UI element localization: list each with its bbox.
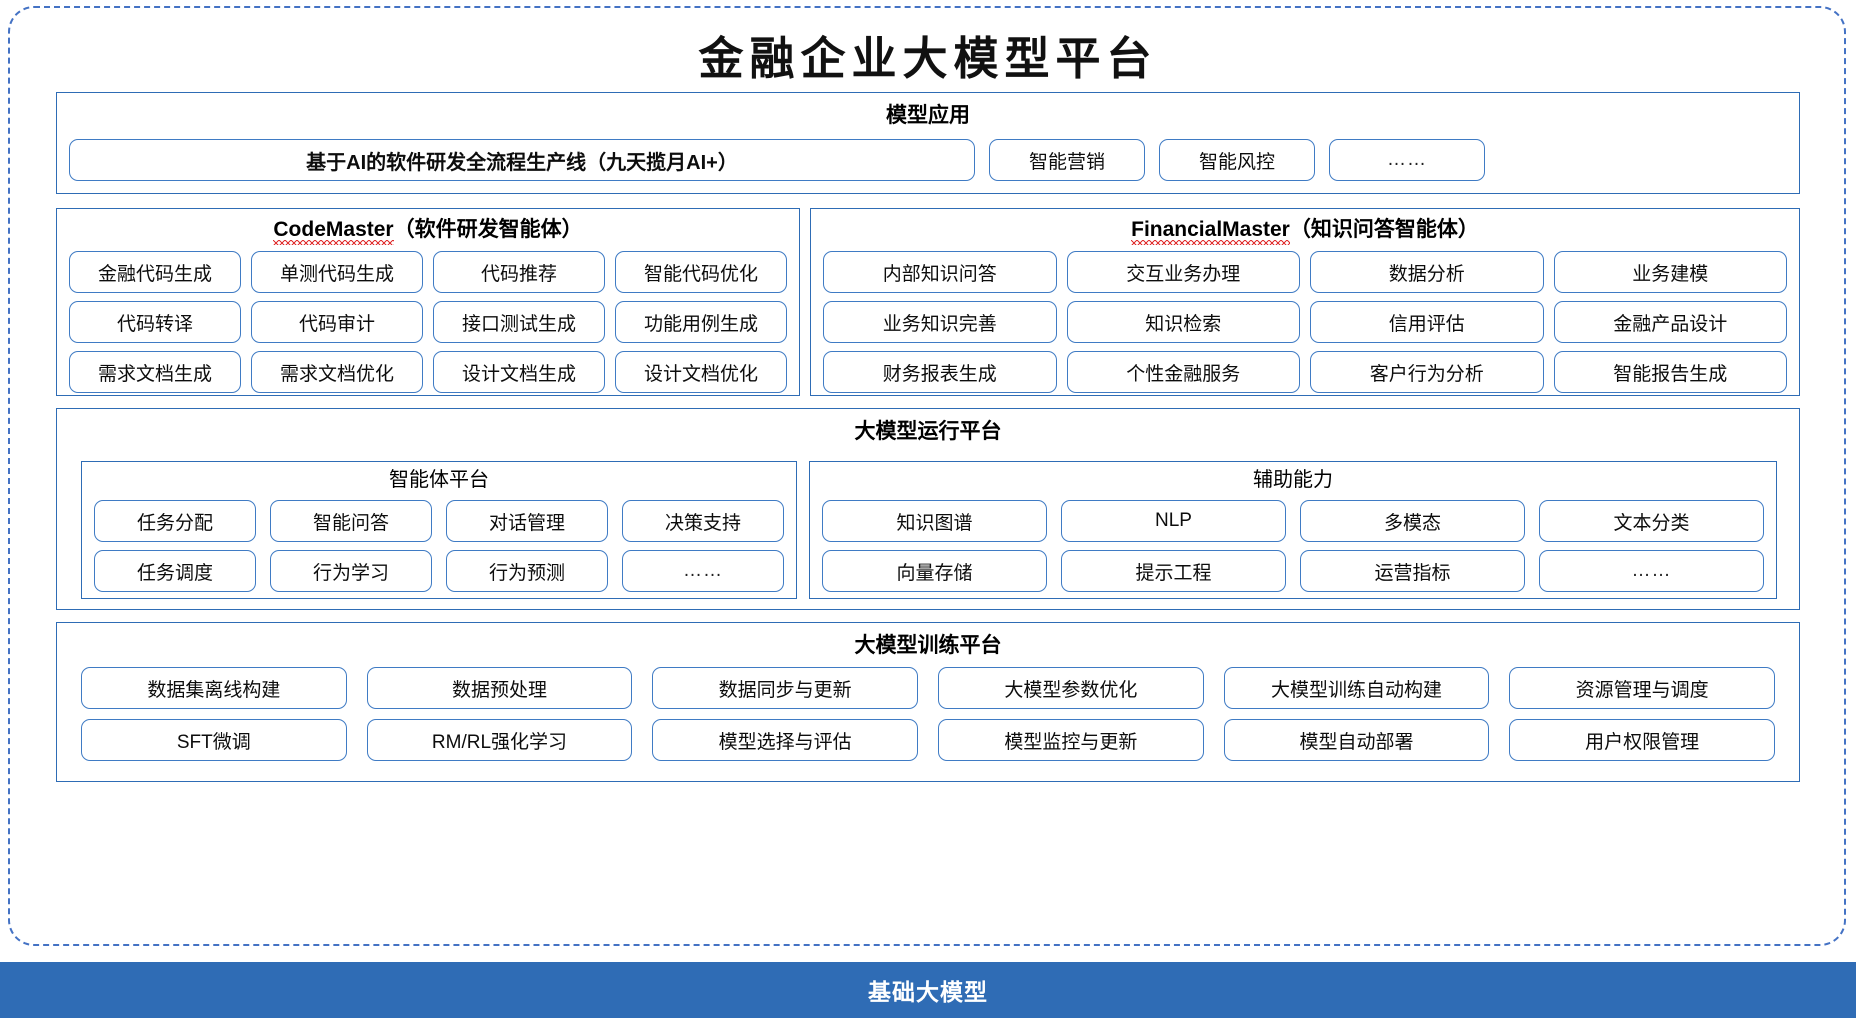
codemaster-item[interactable]: 设计文档生成 [433, 351, 605, 393]
agent-platform-item[interactable]: 决策支持 [622, 500, 784, 542]
auxiliary-capability-items: 知识图谱 NLP 多模态 文本分类 向量存储 提示工程 运营指标 …… [822, 500, 1764, 592]
codemaster-title: CodeMaster（软件研发智能体） [57, 218, 799, 245]
auxiliary-item[interactable]: 向量存储 [822, 550, 1047, 592]
app-pill-marketing[interactable]: 智能营销 [989, 139, 1145, 181]
training-item[interactable]: 模型选择与评估 [652, 719, 918, 761]
financialmaster-suffix: （知识问答智能体） [1289, 218, 1479, 241]
runtime-platform-title: 大模型运行平台 [854, 420, 1002, 443]
agent-platform-item[interactable]: 任务调度 [94, 550, 256, 592]
codemaster-item[interactable]: 接口测试生成 [433, 301, 605, 343]
agent-platform-title: 智能体平台 [389, 469, 489, 491]
codemaster-item[interactable]: 智能代码优化 [615, 251, 787, 293]
training-item[interactable]: 数据集离线构建 [81, 667, 347, 709]
financialmaster-item[interactable]: 业务知识完善 [823, 301, 1057, 343]
training-item[interactable]: 数据同步与更新 [652, 667, 918, 709]
diagram-outer-frame [8, 6, 1846, 946]
codemaster-item[interactable]: 代码推荐 [433, 251, 605, 293]
financialmaster-items: 内部知识问答 交互业务办理 数据分析 业务建模 业务知识完善 知识检索 信用评估… [823, 251, 1787, 393]
auxiliary-item[interactable]: 文本分类 [1539, 500, 1764, 542]
financialmaster-item[interactable]: 内部知识问答 [823, 251, 1057, 293]
financialmaster-item[interactable]: 智能报告生成 [1553, 351, 1787, 393]
auxiliary-item[interactable]: 提示工程 [1061, 550, 1286, 592]
financialmaster-item[interactable]: 财务报表生成 [823, 351, 1057, 393]
codemaster-item[interactable]: 设计文档优化 [615, 351, 787, 393]
runtime-platform-panel: 大模型运行平台 智能体平台 任务分配 智能问答 对话管理 决策支持 任务调度 行… [56, 408, 1800, 610]
foundation-model-bar: 基础大模型 [0, 962, 1856, 1018]
financialmaster-title: FinancialMaster（知识问答智能体） [811, 218, 1799, 245]
codemaster-panel: CodeMaster（软件研发智能体） 金融代码生成 单测代码生成 代码推荐 智… [56, 208, 800, 396]
training-item[interactable]: 数据预处理 [366, 667, 633, 709]
codemaster-item[interactable]: 金融代码生成 [69, 251, 241, 293]
model-application-panel: 模型应用 基于AI的软件研发全流程生产线（九天揽月AI+） 智能营销 智能风控 … [56, 92, 1800, 194]
codemaster-item[interactable]: 代码审计 [251, 301, 423, 343]
financialmaster-item[interactable]: 信用评估 [1310, 301, 1544, 343]
financialmaster-item[interactable]: 交互业务办理 [1066, 251, 1300, 293]
agent-platform-item[interactable]: 任务分配 [94, 500, 256, 542]
agent-platform-item[interactable]: 智能问答 [270, 500, 432, 542]
training-platform-items: 数据集离线构建 数据预处理 数据同步与更新 大模型参数优化 大模型训练自动构建 … [81, 667, 1775, 761]
financialmaster-panel: FinancialMaster（知识问答智能体） 内部知识问答 交互业务办理 数… [810, 208, 1800, 396]
financialmaster-item[interactable]: 业务建模 [1553, 251, 1787, 293]
financialmaster-item[interactable]: 客户行为分析 [1310, 351, 1544, 393]
financialmaster-item[interactable]: 金融产品设计 [1553, 301, 1787, 343]
codemaster-suffix: （软件研发智能体） [393, 218, 583, 241]
codemaster-name: CodeMaster [273, 218, 394, 245]
agent-platform-items: 任务分配 智能问答 对话管理 决策支持 任务调度 行为学习 行为预测 …… [94, 500, 784, 592]
training-item[interactable]: RM/RL强化学习 [366, 719, 633, 761]
financialmaster-name: FinancialMaster [1131, 218, 1290, 245]
training-item[interactable]: 大模型训练自动构建 [1223, 667, 1490, 709]
model-application-title: 模型应用 [886, 104, 970, 127]
agent-platform-item[interactable]: 对话管理 [446, 500, 608, 542]
codemaster-item[interactable]: 需求文档优化 [251, 351, 423, 393]
training-platform-title: 大模型训练平台 [854, 634, 1002, 657]
auxiliary-item[interactable]: 知识图谱 [822, 500, 1047, 542]
auxiliary-item-more[interactable]: …… [1539, 550, 1764, 592]
financialmaster-item[interactable]: 数据分析 [1310, 251, 1544, 293]
training-item[interactable]: 模型监控与更新 [937, 719, 1204, 761]
financialmaster-item[interactable]: 知识检索 [1066, 301, 1300, 343]
page-title: 金融企业大模型平台 [698, 32, 1158, 85]
training-item[interactable]: 模型自动部署 [1223, 719, 1490, 761]
auxiliary-capability-subpanel: 辅助能力 知识图谱 NLP 多模态 文本分类 向量存储 提示工程 运营指标 …… [809, 461, 1777, 599]
financialmaster-item[interactable]: 个性金融服务 [1066, 351, 1300, 393]
auxiliary-item[interactable]: 多模态 [1300, 500, 1525, 542]
codemaster-item[interactable]: 代码转译 [69, 301, 241, 343]
codemaster-item[interactable]: 需求文档生成 [69, 351, 241, 393]
codemaster-items: 金融代码生成 单测代码生成 代码推荐 智能代码优化 代码转译 代码审计 接口测试… [69, 251, 787, 393]
auxiliary-capability-title: 辅助能力 [1253, 469, 1333, 491]
auxiliary-item[interactable]: NLP [1061, 500, 1286, 542]
training-item[interactable]: SFT微调 [81, 719, 347, 761]
auxiliary-item[interactable]: 运营指标 [1300, 550, 1525, 592]
agent-platform-item[interactable]: 行为预测 [446, 550, 608, 592]
model-application-items: 基于AI的软件研发全流程生产线（九天揽月AI+） 智能营销 智能风控 …… [69, 139, 1789, 181]
training-item[interactable]: 用户权限管理 [1509, 719, 1775, 761]
agent-platform-item-more[interactable]: …… [622, 550, 784, 592]
training-item[interactable]: 资源管理与调度 [1509, 667, 1775, 709]
agent-platform-item[interactable]: 行为学习 [270, 550, 432, 592]
training-platform-panel: 大模型训练平台 数据集离线构建 数据预处理 数据同步与更新 大模型参数优化 大模… [56, 622, 1800, 782]
foundation-model-label: 基础大模型 [868, 979, 988, 1005]
codemaster-item[interactable]: 功能用例生成 [615, 301, 787, 343]
agent-platform-subpanel: 智能体平台 任务分配 智能问答 对话管理 决策支持 任务调度 行为学习 行为预测… [81, 461, 797, 599]
training-item[interactable]: 大模型参数优化 [937, 667, 1204, 709]
app-pill-riskcontrol[interactable]: 智能风控 [1159, 139, 1315, 181]
app-pill-primary[interactable]: 基于AI的软件研发全流程生产线（九天揽月AI+） [69, 139, 975, 181]
app-pill-more[interactable]: …… [1329, 139, 1485, 181]
codemaster-item[interactable]: 单测代码生成 [251, 251, 423, 293]
